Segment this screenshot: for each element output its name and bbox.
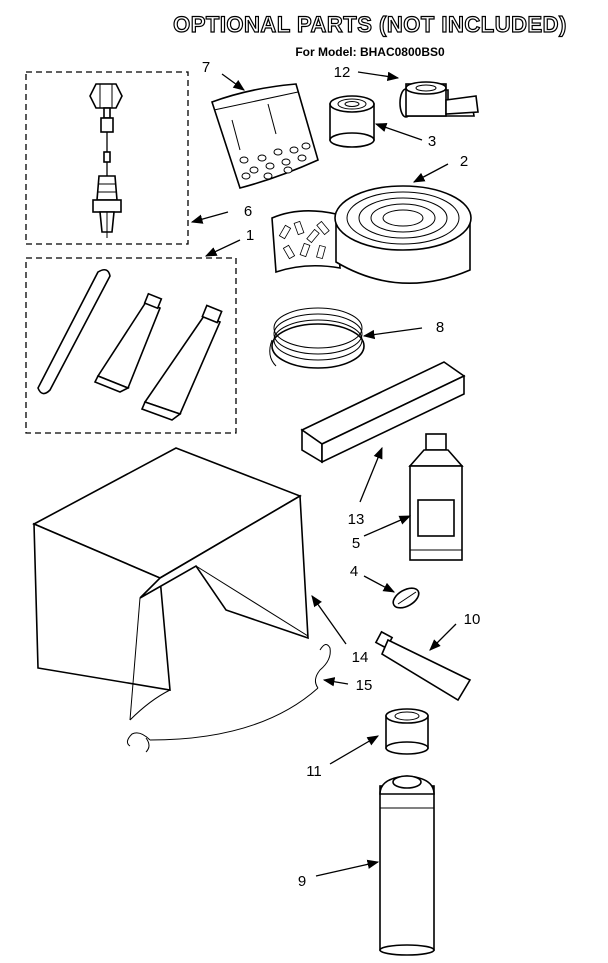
callout-9: 9: [298, 873, 306, 890]
callout-2: 2: [460, 153, 468, 170]
part-7-fastener-bag: [211, 83, 319, 189]
part-6-valve-fitting: [89, 83, 123, 238]
part-11-sealing-roll: [385, 708, 429, 755]
leader-2: [412, 163, 449, 183]
leader-5: [363, 515, 412, 537]
callout-14: 14: [352, 649, 369, 666]
leader-9: [315, 859, 380, 877]
part-9-spray-can: [379, 775, 435, 956]
callout-6: 6: [244, 203, 252, 220]
leader-11: [329, 735, 380, 765]
part-3-foam-tape: [329, 95, 375, 148]
leader-13: [359, 446, 383, 503]
leader-12: [357, 71, 400, 82]
callout-15: 15: [356, 677, 373, 694]
leader-1: [204, 239, 241, 257]
part-13-foam-strip: [300, 361, 466, 464]
part-15-tie-cord: [126, 644, 331, 753]
leader-6: [190, 211, 229, 224]
callout-10: 10: [464, 611, 481, 628]
part-4-plug: [392, 587, 420, 609]
callout-4: 4: [350, 563, 358, 580]
callout-1: 1: [246, 227, 254, 244]
part-2-insulation-roll: [271, 185, 472, 285]
part-8-drain-coil: [269, 307, 365, 369]
page-title: OPTIONAL PARTS (NOT INCLUDED): [173, 12, 567, 37]
kit-box-6: [25, 71, 189, 245]
callout-7: 7: [202, 59, 210, 76]
kit-box-1: [25, 257, 237, 434]
leader-3: [374, 123, 423, 141]
part-12-tape-roll: [399, 81, 479, 118]
leader-14: [311, 595, 347, 645]
model-subtitle: For Model: BHAC0800BS0: [295, 45, 445, 59]
part-5-cleaner-bottle: [408, 433, 464, 561]
leader-7: [221, 73, 245, 91]
callout-5: 5: [352, 535, 360, 552]
part-10-lubricant-tube: [374, 630, 472, 702]
leader-8: [362, 327, 423, 340]
callout-3: 3: [428, 133, 436, 150]
callout-8: 8: [436, 319, 444, 336]
callout-12: 12: [334, 64, 351, 81]
callout-11: 11: [306, 763, 322, 780]
callout-13: 13: [348, 511, 365, 528]
leader-10: [429, 623, 457, 651]
part-14-unit-cover: [32, 447, 309, 721]
leader-4: [363, 575, 396, 593]
leader-15: [322, 677, 349, 687]
part-1-sealant-kit: [37, 268, 223, 421]
